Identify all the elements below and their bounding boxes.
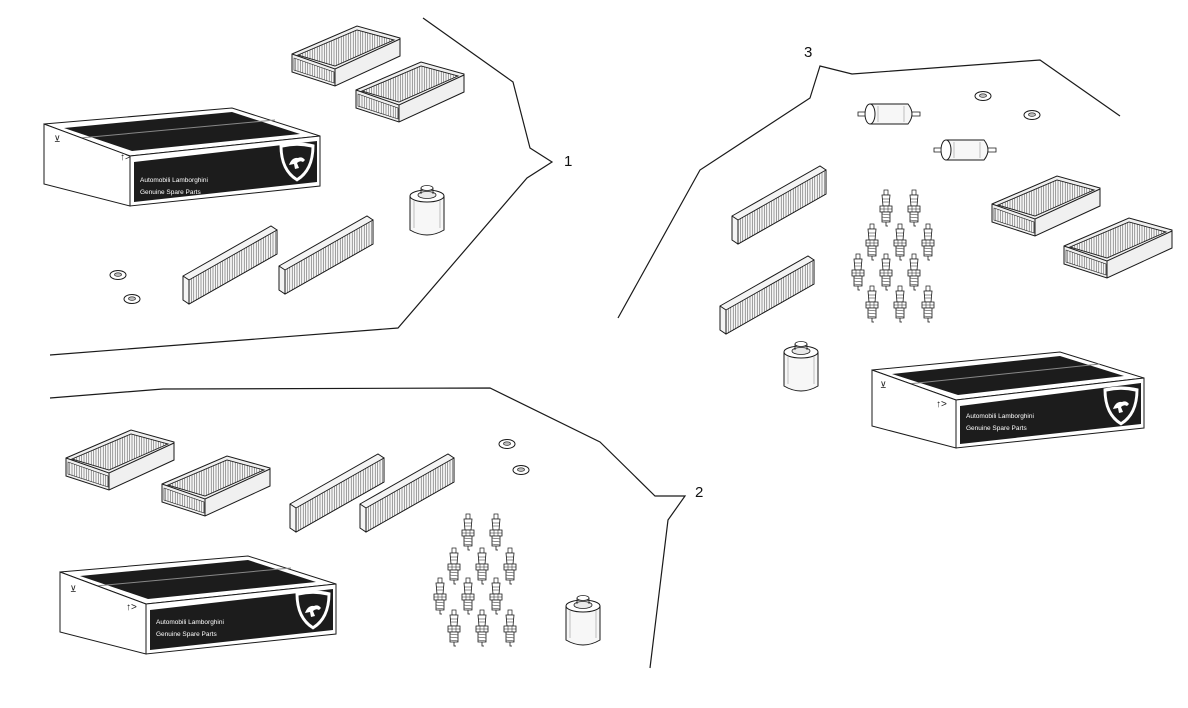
cabin-filter [182, 225, 278, 305]
kit-3: ↑> ⊻ Automobili Lamborghini Genuine Spar… [719, 91, 1173, 449]
spare-parts-box: ↑> ⊻ Automobili Lamborghini Genuine Spar… [43, 107, 321, 207]
fuel-filter [933, 139, 997, 161]
washer [123, 294, 141, 304]
spark-plug-set [434, 514, 516, 646]
box-label-line2: Genuine Spare Parts [156, 631, 217, 638]
boundary-line-kit2 [49, 387, 687, 669]
box-label-line2: Genuine Spare Parts [966, 425, 1027, 432]
callout-2: 2 [695, 484, 703, 501]
up-arrow-icon: ↑> [936, 399, 947, 410]
fragile-glass-icon: ⊻ [70, 584, 77, 594]
kit-2: ↑> ⊻ Automobili Lamborghini Genuine Spar… [59, 429, 601, 655]
air-filter [355, 61, 465, 123]
box-label-line1: Automobili Lamborghini [140, 177, 208, 184]
air-filter [1063, 217, 1173, 279]
oil-filter [783, 341, 819, 392]
cabin-filter [278, 215, 374, 295]
air-filter [291, 25, 401, 87]
washer [1023, 110, 1041, 120]
box-label-line1: Automobili Lamborghini [156, 619, 224, 626]
air-filter [161, 455, 271, 517]
callout-3: 3 [804, 44, 812, 61]
washer [512, 465, 530, 475]
up-arrow-icon: ↑> [120, 152, 131, 163]
oil-filter [565, 595, 601, 646]
air-filter [65, 429, 175, 491]
box-label-line1: Automobili Lamborghini [966, 413, 1034, 420]
cabin-filter [731, 165, 827, 245]
spare-parts-box: ↑> ⊻ Automobili Lamborghini Genuine Spar… [59, 555, 337, 655]
boundary-line-kit1 [49, 17, 554, 356]
air-filter [991, 175, 1101, 237]
spare-parts-box: ↑> ⊻ Automobili Lamborghini Genuine Spar… [871, 351, 1145, 449]
fragile-glass-icon: ⊻ [880, 380, 887, 390]
boundary-line-kit3 [617, 59, 1121, 319]
washer [109, 270, 127, 280]
washer [498, 439, 516, 449]
fuel-filter [857, 103, 921, 125]
cabin-filter [719, 255, 815, 335]
fragile-glass-icon: ⊻ [54, 134, 61, 144]
oil-filter [409, 185, 445, 236]
kit-1: ↑> ⊻ Automobili Lamborghini Genuine Spar… [43, 25, 465, 305]
washer [974, 91, 992, 101]
up-arrow-icon: ↑> [126, 602, 137, 613]
callout-1: 1 [564, 153, 572, 170]
spark-plug-set [852, 190, 934, 322]
boundary-lines [49, 17, 1121, 669]
box-label-line2: Genuine Spare Parts [140, 189, 201, 196]
